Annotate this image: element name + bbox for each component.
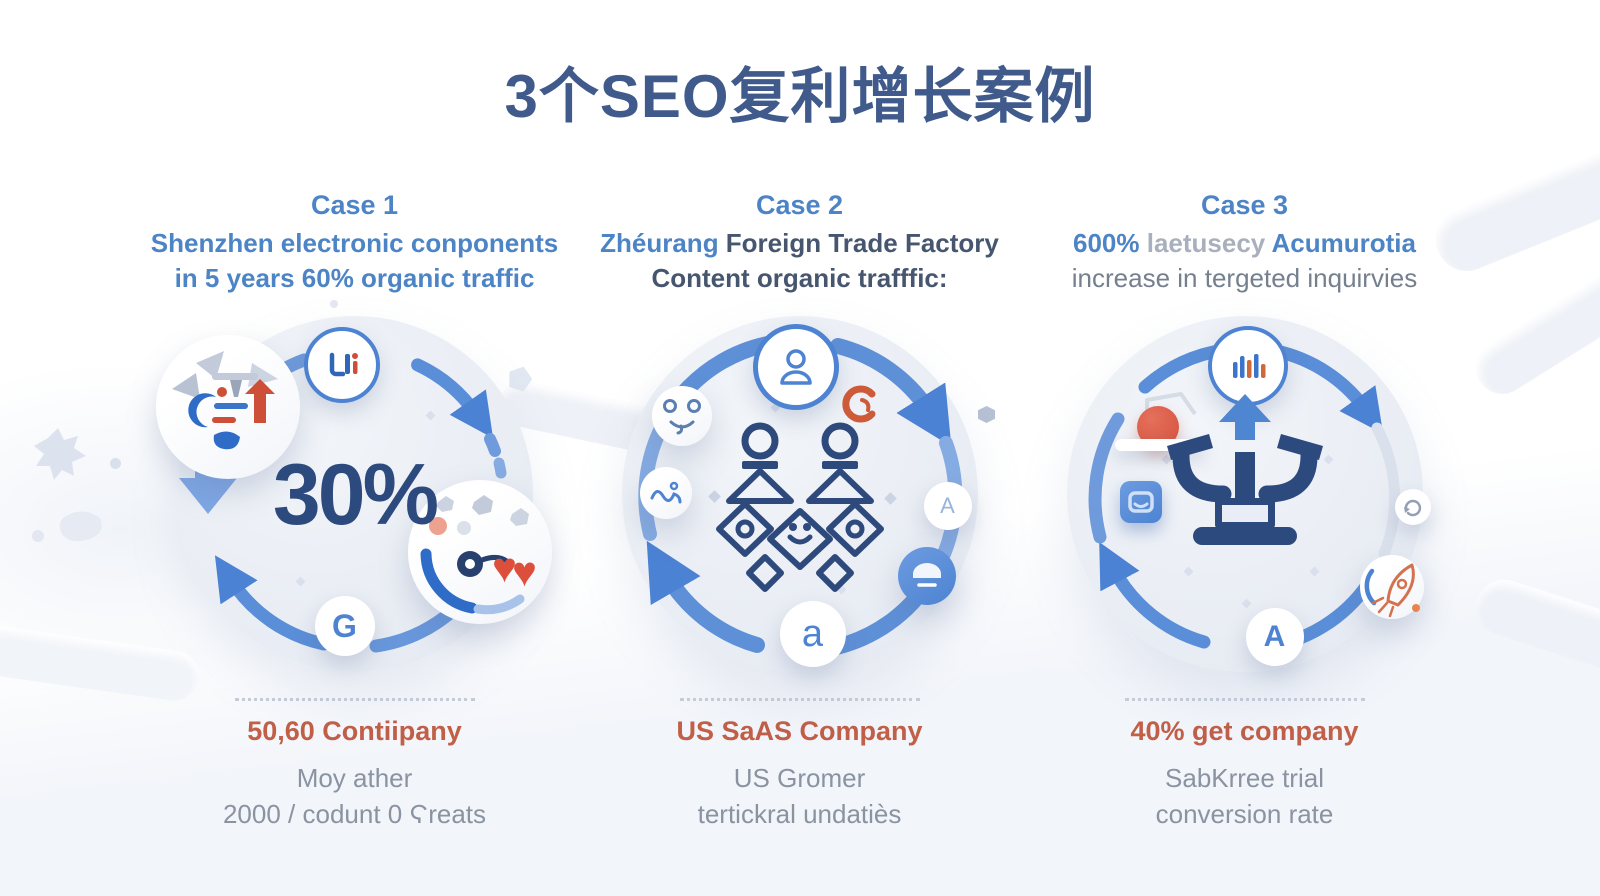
bar-chart-badge [1207,326,1288,406]
badge-letter: a [801,612,824,655]
tools-icon-cluster [171,351,278,450]
favorites-icon-cluster: ♥ ♥ [420,495,537,615]
progress-arc-icon [420,548,477,614]
case-subtitle-line-2: in 5 years 60% organic traffic [174,263,535,293]
tools-bubble [155,335,300,479]
case-subtitle-line-1: Zhéurang Foreign Trade Factory [577,226,1022,261]
hexagon-decoration [978,406,995,423]
case-column-2: Case 2 Zhéurang Foreign Trade Factory Co… [577,190,1022,832]
case-columns: Case 1 Shenzhen electronic conponents in… [132,190,1467,832]
subtitle-segment: Acumurotia [1271,228,1416,258]
refresh-icon [1403,499,1421,517]
refresh-bubble [1394,489,1431,525]
squiggle-bubble [639,467,692,519]
detail-line-2: tertickral undatiès [697,799,902,829]
favorites-bubble: ♥ ♥ [407,480,552,624]
subtitle-segment: Foreign Trade Factory [725,228,999,258]
down-arrow-icon [178,442,237,514]
chat-face-icon [912,563,941,587]
heart-icon: ♥ [512,548,537,595]
case-subtitle-line-2: increase in tergeted inquirvies [1071,263,1418,293]
dotted-divider [1124,698,1365,701]
rocket-bubble [1359,555,1424,619]
crescent-icon [187,393,216,428]
badge-letter: A [1263,620,1286,653]
a-letter-badge: A [1245,608,1304,666]
bar-chart-icon [1232,354,1265,378]
squiggle-icon [650,481,681,504]
dotted-divider [234,698,475,701]
up-arrow-icon [244,379,275,423]
case-column-1: Case 1 Shenzhen electronic conponents in… [132,190,577,832]
team-illustration [715,422,884,592]
person-icon [779,349,812,385]
case-label: Case 3 [1200,190,1289,220]
dotted-divider [679,698,920,701]
badge-letter: G [332,607,357,644]
case-label: Case 1 [310,190,399,220]
launch-illustration [1166,394,1323,545]
company-name: 40% get company [1130,716,1359,746]
dot-decoration [330,300,338,308]
app-tile-badge [1119,481,1162,523]
cycle-diagram-1: ♥ ♥ G 30% [155,316,552,672]
card-icon [1127,491,1154,513]
analytics-badge [303,327,380,403]
a-letter-bubble: A [923,482,972,530]
page-title: 3个SEO复利增长案例 [504,63,1096,130]
subtitle-segment: laetusecy [1146,228,1272,258]
rocket-icon [1364,563,1420,618]
case-subtitle-line-1: Shenzhen electronic conponents [150,228,559,258]
detail-line-1: Moy ather [296,763,413,793]
copyright-scribble-icon [841,385,875,423]
subtitle-segment: Zhéurang [600,228,726,258]
cycle-diagram-3: A [1066,316,1431,672]
detail-text: Moy ather 2000 / codunt 0 Ϛreats [132,760,577,832]
detail-line-1: SabKrree trial [1165,763,1324,793]
detail-line-2: conversion rate [1155,799,1334,829]
splatter-decoration [32,428,102,542]
company-name: 50,60 Contiipany [247,716,462,746]
dot-decoration [110,458,121,469]
analytics-icon [329,352,358,377]
case-subtitle-line-1: 600% laetusecy Acumurotia [1022,226,1467,261]
subtitle-segment: 600% [1073,228,1147,258]
person-badge [752,324,839,410]
g-letter-badge: G [314,596,375,656]
detail-text: US Gromer tertickral undatiès [577,760,1022,832]
percentage-value: 30% [272,447,439,543]
detail-line-1: US Gromer [733,763,866,793]
detail-line-2: 2000 / codunt 0 Ϛreats [222,799,487,829]
badge-letter: A [940,493,955,518]
face-icon [662,399,701,435]
case-subtitle-line-2: Content organic trafffic: [651,263,948,293]
case-column-3: Case 3 600% laetusecy Acumurotia increas… [1022,190,1467,832]
company-name: US SaAS Company [676,716,923,746]
face-bubble [651,386,712,446]
detail-text: SabKrree trial conversion rate [1022,760,1467,832]
chat-face-bubble [897,547,956,605]
a-letter-badge: a [779,601,846,667]
case-label: Case 2 [755,190,844,220]
heart-icon: ♥ [492,544,517,591]
up-arrow-icon [1218,394,1271,440]
cycle-diagram-2: A a [621,316,978,672]
